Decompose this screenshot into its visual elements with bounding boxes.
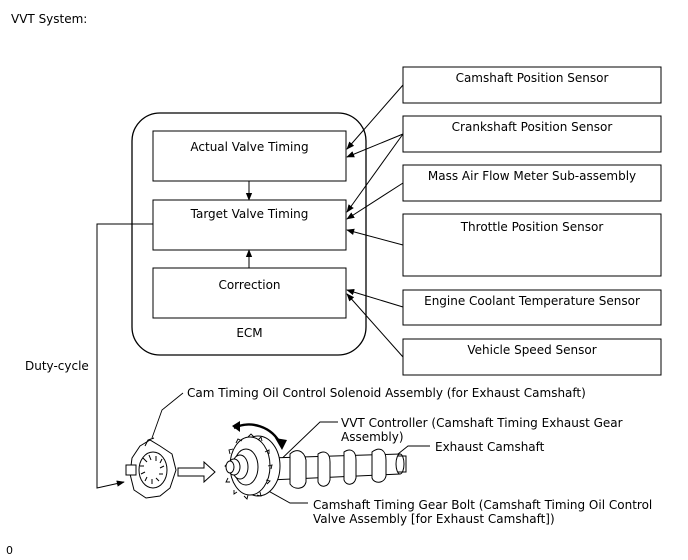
sensor-label-crankshaft-position: Crankshaft Position Sensor [451, 120, 613, 134]
sensor-label-camshaft-position: Camshaft Position Sensor [455, 71, 609, 85]
exhaust-camshaft-illustration [269, 448, 407, 489]
actual-valve-timing-box [152, 130, 347, 182]
vvt-controller-illustration [224, 433, 281, 500]
page-title: VVT System: [11, 12, 88, 26]
correction-box [152, 267, 347, 319]
throttle-to-target-arrow [346, 228, 404, 246]
duty-cycle-label: Duty-cycle [25, 359, 89, 373]
ecm-label: ECM [236, 326, 263, 340]
camshaft-to-actual-arrow [346, 84, 404, 150]
target-valve-timing-label: Target Valve Timing [190, 207, 309, 221]
hollow-arrow-icon [177, 460, 216, 484]
correction-label: Correction [218, 278, 281, 292]
exhaust-camshaft-label: Exhaust Camshaft [435, 440, 545, 454]
vvt-controller-leader [271, 421, 338, 469]
crankshaft-to-actual-arrow [346, 133, 404, 158]
crankshaft-to-target-arrow [346, 133, 404, 213]
sensor-label-engine-coolant-temp: Engine Coolant Temperature Sensor [424, 294, 640, 308]
sensor-label-vehicle-speed: Vehicle Speed Sensor [467, 343, 597, 357]
actual-valve-timing-label: Actual Valve Timing [190, 140, 309, 154]
rotation-arrowtail [232, 421, 240, 432]
maf-to-target-arrow [346, 182, 404, 220]
solenoid-label: Cam Timing Oil Control Solenoid Assembly… [187, 386, 586, 400]
sensor-box-engine-coolant-temp [402, 289, 662, 326]
rotation-arrowhead [275, 438, 287, 450]
solenoid-illustration [125, 437, 177, 499]
duty-cycle-line [96, 223, 153, 489]
gear-bolt-label: Camshaft Timing Gear Bolt (Camshaft Timi… [313, 498, 653, 526]
footer-mark: 0 [6, 544, 13, 557]
ecm-container [131, 112, 367, 356]
solenoid-leader [151, 392, 184, 439]
coolant-to-correction-arrow [346, 289, 404, 308]
speed-to-correction-arrow [346, 293, 404, 358]
sensor-label-mass-air-flow: Mass Air Flow Meter Sub-assembly [427, 169, 637, 183]
sensor-label-throttle-position: Throttle Position Sensor [460, 220, 604, 234]
vvt-controller-label: VVT Controller (Camshaft Timing Exhaust … [341, 416, 623, 444]
